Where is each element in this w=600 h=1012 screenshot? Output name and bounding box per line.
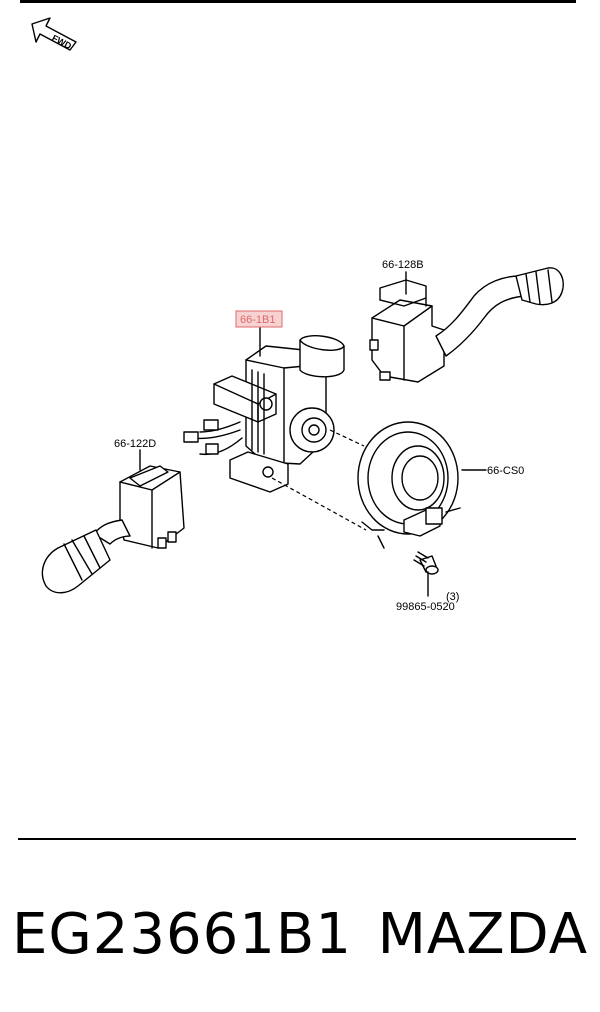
callout-66-cs0: 66-CS0 [487, 465, 524, 477]
top-rule [20, 0, 576, 3]
parts-diagram: FWD [31, 17, 564, 613]
leader-lines [139, 271, 487, 471]
callout-66-1b1: 66-1B1 [240, 314, 275, 326]
callout-66-128b: 66-128B [382, 259, 424, 271]
right-lever-switch[interactable] [369, 267, 564, 383]
callout-99865-0520: 99865-0520 [396, 601, 455, 613]
callout-66-122d: 66-122D [114, 438, 156, 450]
footer: EG23661B1 MAZDA [12, 890, 592, 980]
clock-spring[interactable] [357, 421, 461, 549]
screw[interactable] [413, 551, 439, 597]
callout-screw-qty: (3) [446, 591, 459, 603]
brand-name: MAZDA [377, 902, 588, 967]
highlight-box [235, 310, 283, 328]
part-number: EG23661B1 [12, 902, 352, 967]
fwd-arrow-icon: FWD [31, 17, 77, 51]
bottom-rule [18, 838, 576, 840]
combination-switch-body[interactable] [183, 335, 367, 531]
left-lever-switch[interactable] [41, 465, 185, 594]
